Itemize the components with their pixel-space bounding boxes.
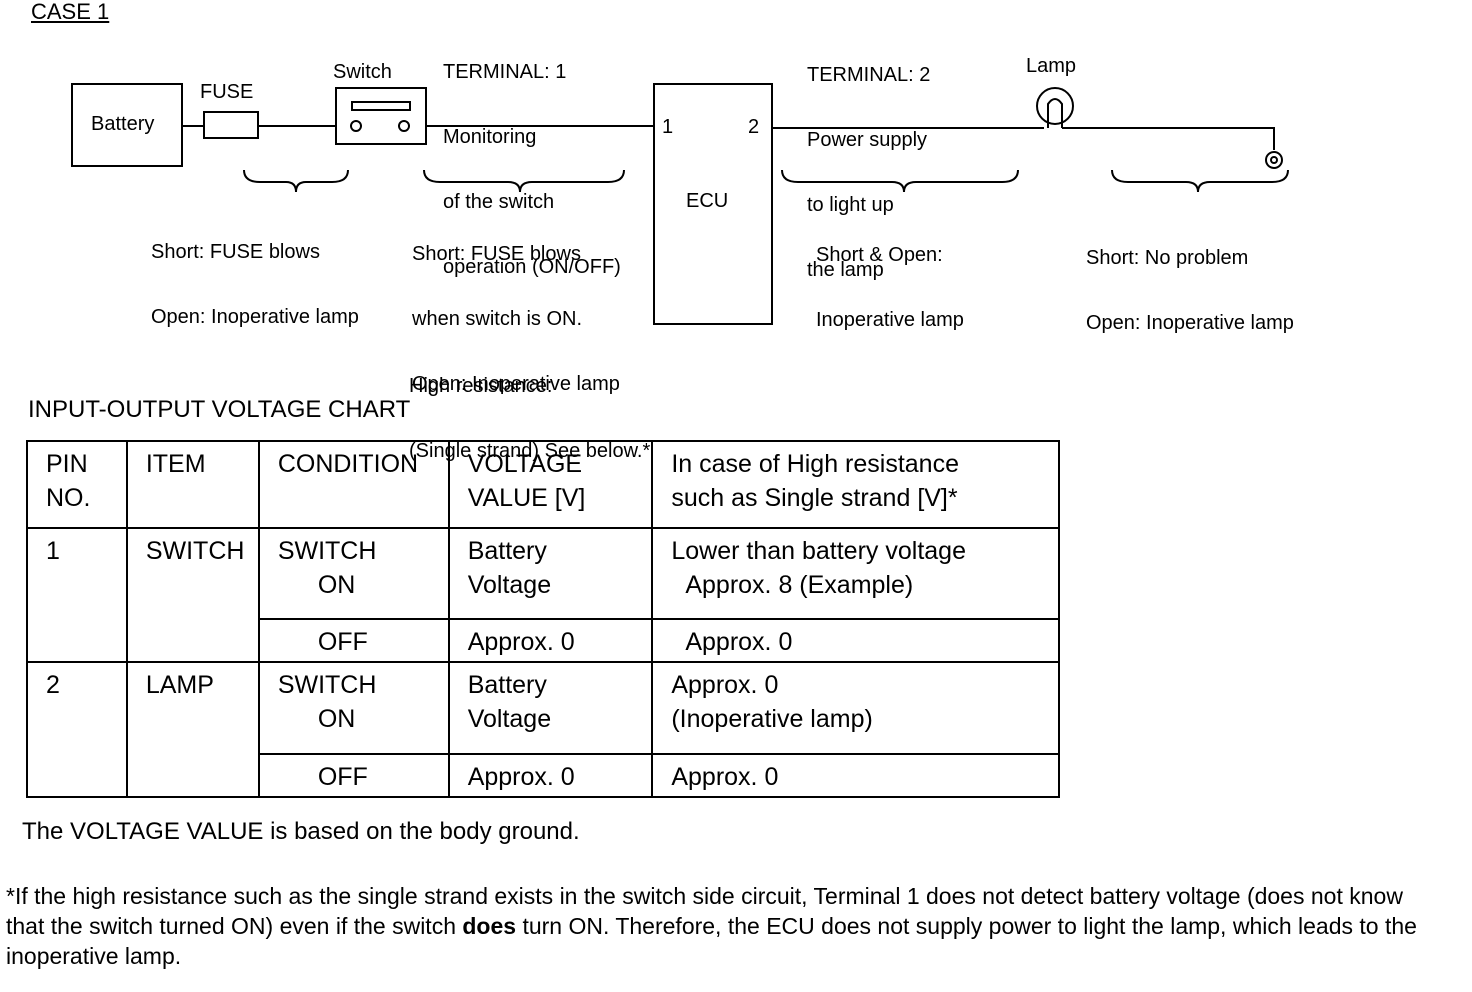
- table-header-row: PIN NO. ITEM CONDITION VOLTAGE VALUE [V]…: [26, 440, 1060, 529]
- cell-voltage: Approx. 0: [447, 617, 654, 664]
- brace-switch-ecu: [423, 169, 625, 193]
- table-row: OFF Approx. 0 Approx. 0: [27, 617, 1060, 664]
- header-voltage: VOLTAGE VALUE [V]: [447, 440, 654, 529]
- terminal2-line: the lamp: [807, 258, 884, 281]
- brace-lamp-ground: [1111, 169, 1289, 193]
- terminal2-line: Power supply: [807, 128, 928, 151]
- switch-bar: [351, 101, 411, 111]
- cell-high-resistance: Approx. 0: [651, 752, 1060, 798]
- cell-voltage: Approx. 0: [447, 752, 654, 798]
- cell-condition: OFF: [257, 752, 450, 798]
- cell-condition: OFF: [257, 617, 450, 664]
- ecu-pin2-label: 2: [748, 116, 760, 138]
- cell-condition: SWITCH ON: [257, 526, 450, 620]
- table-row: OFF Approx. 0 Approx. 0: [27, 752, 1060, 798]
- note-line: Inoperative lamp: [816, 308, 964, 331]
- cell-item: LAMP: [125, 661, 260, 798]
- note-line: Open: Inoperative lamp: [151, 305, 359, 328]
- note-line: High resistance:: [409, 375, 553, 398]
- terminal2-line: TERMINAL: 2: [807, 64, 931, 87]
- note-switch-ecu: Short: FUSE blows when switch is ON. Ope…: [412, 201, 620, 417]
- voltage-chart-table: PIN NO. ITEM CONDITION VOLTAGE VALUE [V]…: [26, 440, 1060, 798]
- note-lamp-ground: Short: No problem Open: Inoperative lamp: [1086, 205, 1294, 356]
- terminal2-desc: TERMINAL: 2 Power supply to light up the…: [807, 22, 930, 303]
- header-high-resistance: In case of High resistance such as Singl…: [651, 440, 1060, 529]
- lamp-filament: [1047, 98, 1063, 128]
- header-condition: CONDITION: [257, 440, 450, 529]
- table-row: 1 SWITCH SWITCH ON Battery Voltage Lower…: [26, 526, 1060, 664]
- cell-voltage: Battery Voltage: [447, 526, 654, 620]
- cell-pin: 2: [26, 661, 128, 798]
- cell-condition: SWITCH ON: [257, 661, 450, 755]
- note-ecu-lamp: Short & Open: Inoperative lamp: [816, 202, 964, 353]
- note-line: Open: Inoperative lamp: [412, 372, 620, 395]
- terminal2-line: to light up: [807, 193, 894, 216]
- cell-pin: 1: [26, 526, 128, 664]
- cell-voltage: Battery Voltage: [447, 661, 654, 755]
- note-line: when switch is ON.: [412, 307, 583, 330]
- terminal1-line: Monitoring: [443, 125, 537, 148]
- chart-title: INPUT-OUTPUT VOLTAGE CHART: [28, 396, 411, 423]
- terminal1-line: operation (ON/OFF): [443, 255, 621, 278]
- cell-high-resistance: Lower than battery voltage Approx. 8 (Ex…: [651, 526, 1060, 620]
- note-line: Open: Inoperative lamp: [1086, 311, 1294, 334]
- ecu-label: ECU: [686, 190, 729, 212]
- table-row: 2 LAMP SWITCH ON Battery Voltage Approx.…: [26, 661, 1060, 798]
- terminal1-line: of the switch: [443, 190, 555, 213]
- ecu-box: [653, 83, 773, 325]
- note-line: Short: FUSE blows: [412, 243, 581, 266]
- cell-high-resistance: Approx. 0: [651, 617, 1060, 664]
- fuse-label: FUSE: [200, 81, 254, 103]
- ground-icon-inner: [1270, 156, 1278, 164]
- switch-contact-left: [350, 120, 362, 132]
- terminal1-desc: TERMINAL: 1 Monitoring of the switch ope…: [443, 19, 621, 300]
- switch-contact-right: [398, 120, 410, 132]
- note-line: Short: FUSE blows: [151, 241, 320, 264]
- switch-label: Switch: [333, 61, 392, 83]
- case-label: CASE 1: [31, 0, 110, 24]
- ground-icon: [1265, 151, 1283, 169]
- switch-box: [335, 87, 427, 145]
- header-item: ITEM: [125, 440, 260, 529]
- ecu-pin1-label: 1: [662, 116, 674, 138]
- terminal1-line: TERMINAL: 1: [443, 61, 567, 84]
- lamp-symbol: [1036, 87, 1074, 125]
- header-pin: PIN NO.: [26, 440, 128, 529]
- battery-label: Battery: [91, 113, 155, 135]
- note-line: Short: No problem: [1086, 247, 1249, 270]
- brace-ecu-lamp: [781, 169, 1019, 193]
- note-battery-switch: Short: FUSE blows Open: Inoperative lamp: [151, 199, 359, 350]
- cell-high-resistance: Approx. 0 (Inoperative lamp): [651, 661, 1060, 755]
- high-resistance-explanation: *If the high resistance such as the sing…: [6, 883, 1417, 969]
- chart-footnote: The VOLTAGE VALUE is based on the body g…: [22, 818, 580, 845]
- lamp-label: Lamp: [1026, 55, 1077, 77]
- brace-battery-switch: [243, 169, 349, 193]
- circuit-diagram: [71, 83, 1289, 325]
- fuse-symbol: [203, 111, 259, 139]
- wire-lamp-ground: [1062, 127, 1275, 150]
- cell-item: SWITCH: [125, 526, 260, 664]
- note-line: Short & Open:: [816, 244, 943, 267]
